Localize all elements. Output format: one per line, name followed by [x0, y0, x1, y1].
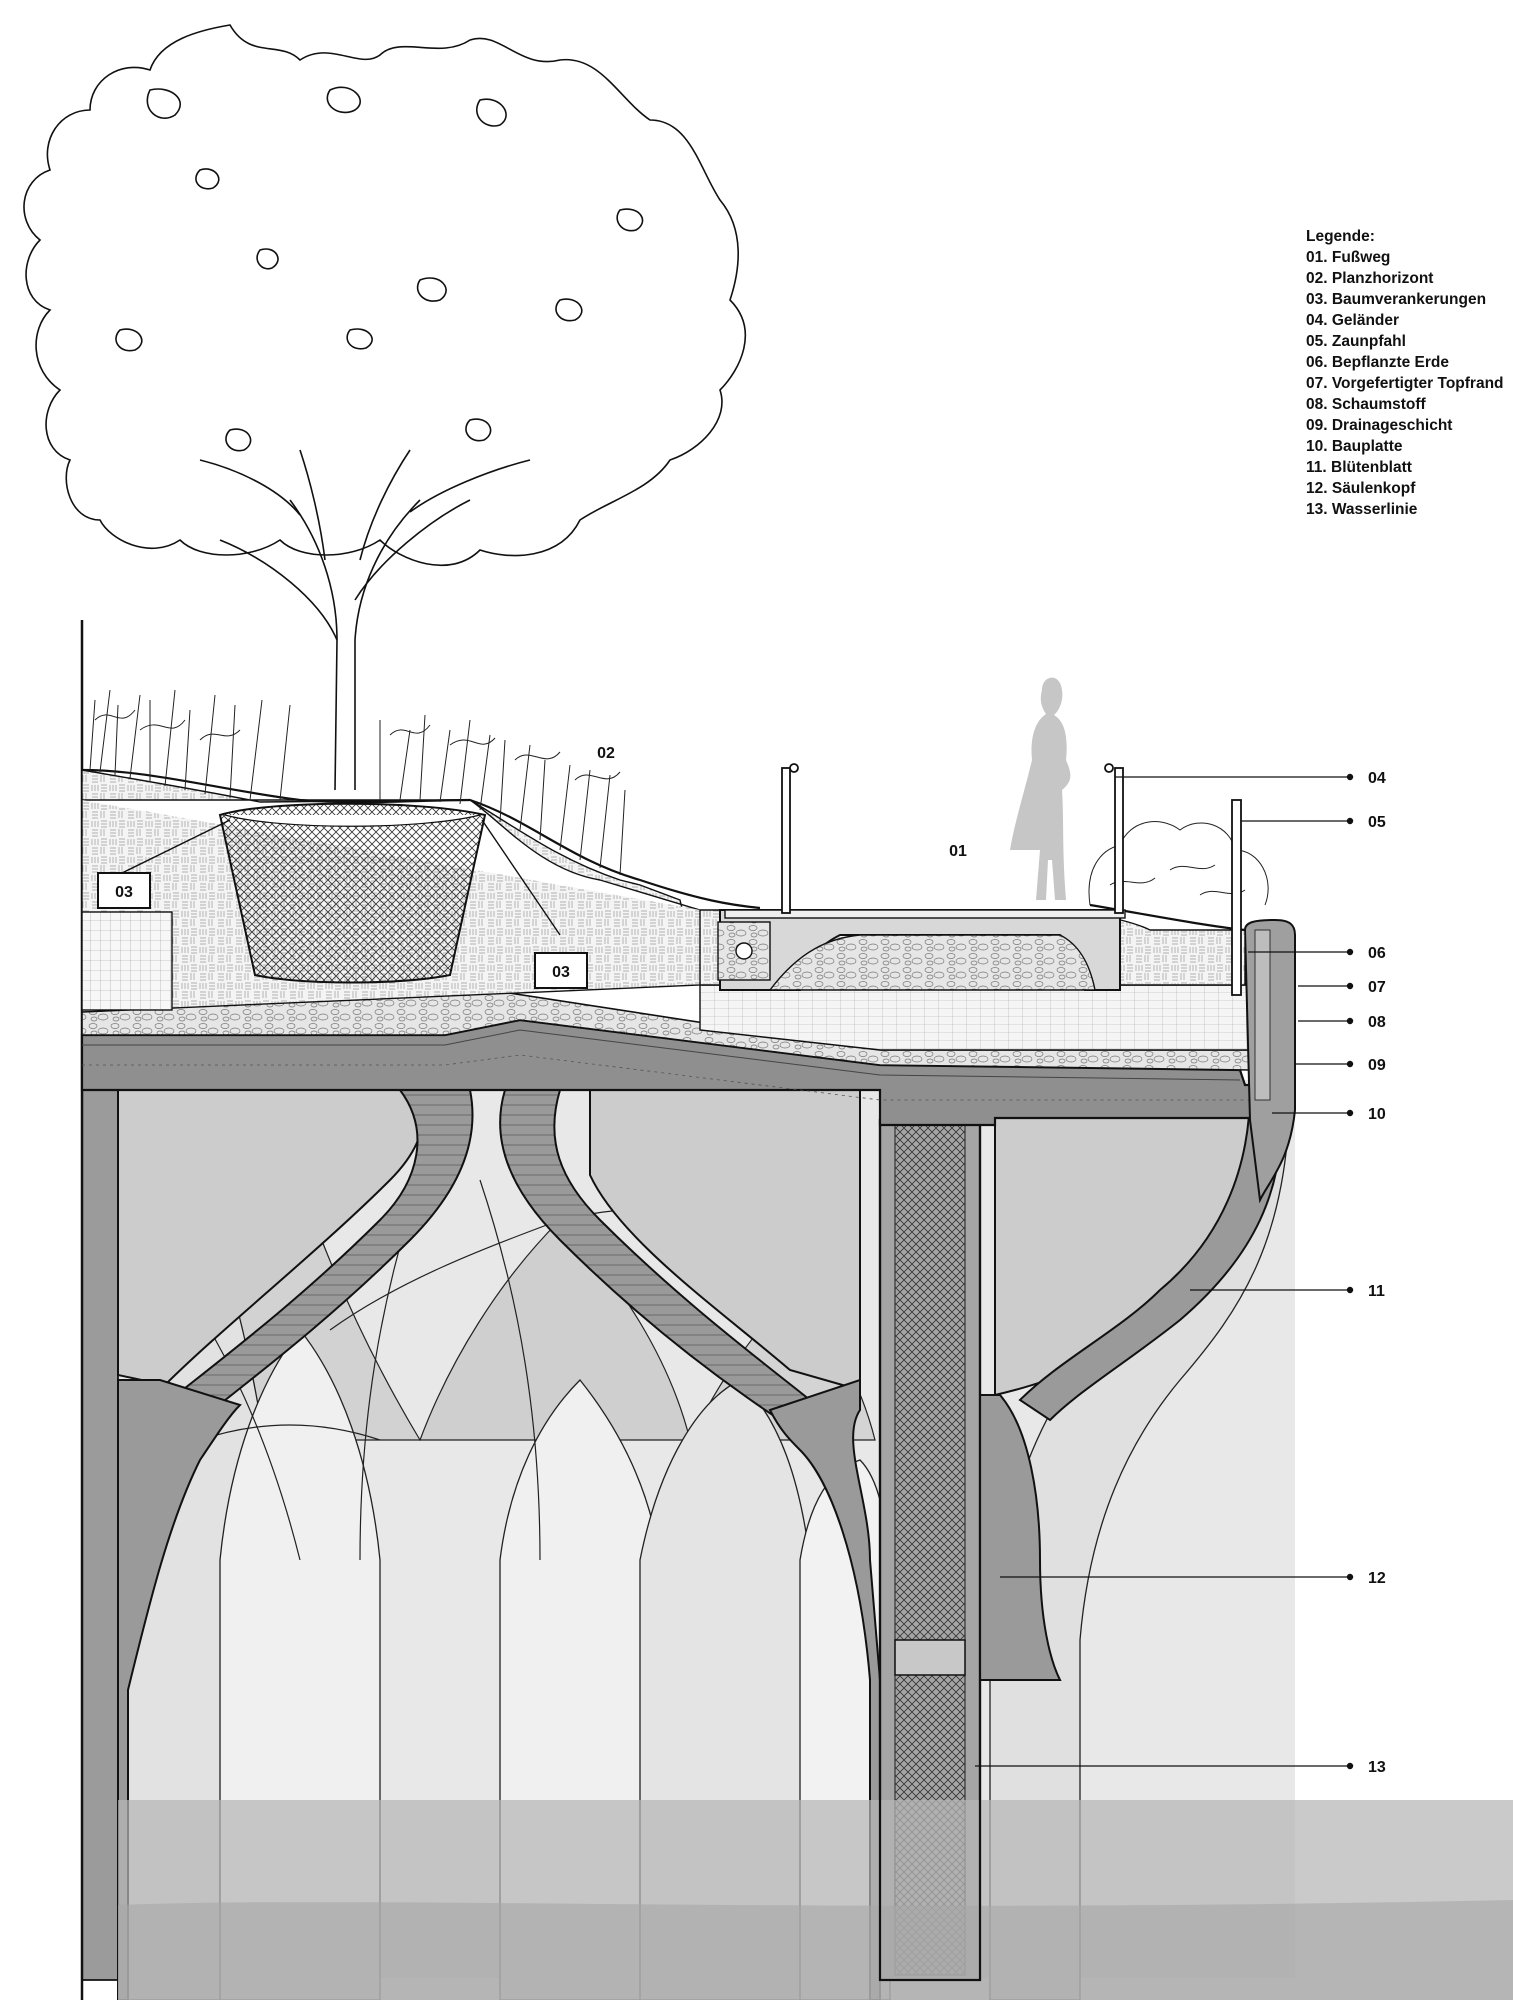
anchor-label-left: 03 [97, 872, 151, 909]
callout-08: 08 [1368, 1014, 1386, 1031]
label-footpath: 01 [949, 843, 967, 860]
label-plant-horizon: 02 [597, 745, 615, 762]
railings [781, 763, 1242, 996]
legend-title: Legende: [1306, 228, 1375, 245]
callout-leaders [975, 773, 1354, 1770]
legend-item: 03. Baumverankerungen [1306, 291, 1487, 308]
legend-item: 12. Säulenkopf [1306, 480, 1416, 497]
legend-item: 02. Planzhorizont [1306, 270, 1434, 287]
svg-text:03: 03 [552, 964, 570, 981]
legend-item: 13. Wasserlinie [1306, 501, 1418, 518]
water [118, 1800, 1513, 2000]
tree-illustration [23, 24, 747, 791]
legend-item: 07. Vorgefertigter Topfrand [1306, 375, 1504, 392]
callout-07: 07 [1368, 979, 1386, 996]
legend-item: 04. Geländer [1306, 312, 1400, 329]
legend-item: 10. Bauplatte [1306, 438, 1403, 455]
column-vault-structure [80, 620, 1295, 2000]
callout-numbers: 04 05 06 07 08 09 10 11 12 13 [1368, 770, 1386, 1776]
legend-item: 01. Fußweg [1306, 249, 1391, 266]
callout-09: 09 [1368, 1057, 1386, 1074]
legend-item: 09. Drainageschicht [1306, 417, 1453, 434]
legend-item: 11. Blütenblatt [1306, 459, 1412, 476]
svg-text:03: 03 [115, 884, 133, 901]
anchor-label-right: 03 [534, 952, 588, 989]
callout-12: 12 [1368, 1570, 1386, 1587]
callout-05: 05 [1368, 814, 1386, 831]
legend-item: 05. Zaunpfahl [1306, 333, 1406, 350]
callout-11: 11 [1368, 1283, 1385, 1300]
planting-sketch [89, 689, 1269, 906]
legend-item: 06. Bepflanzte Erde [1306, 354, 1449, 371]
callout-13: 13 [1368, 1759, 1386, 1776]
legend: Legende: 01. Fußweg 02. Planzhorizont 03… [1306, 226, 1504, 520]
callout-10: 10 [1368, 1106, 1386, 1123]
legend-item: 08. Schaumstoff [1306, 396, 1426, 413]
person-silhouette [1010, 677, 1071, 900]
tree-anchor-cables [121, 819, 561, 936]
callout-06: 06 [1368, 945, 1386, 962]
callout-04: 04 [1368, 770, 1386, 787]
